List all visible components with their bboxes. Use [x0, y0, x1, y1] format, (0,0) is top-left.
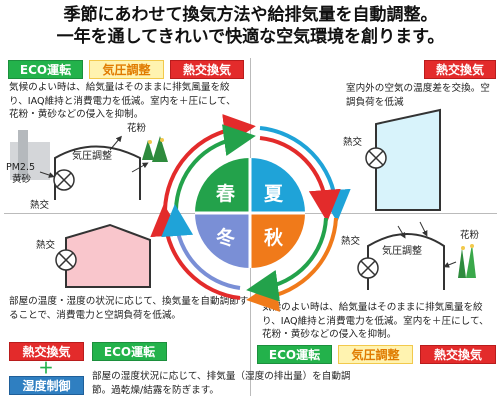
autumn-heat-exchange-tag: 熱交換気: [420, 345, 496, 364]
summer-netsu-label: 熱交: [343, 136, 363, 148]
winter-house: [55, 223, 151, 288]
spring-description: 気候のよい時は、給気量はそのままに排気風量を絞り、IAQ維持と消費電力を低減。室…: [9, 82, 236, 120]
autumn-netsu-label: 熱交: [341, 235, 361, 247]
spring-heat-exchange-tag: 熱交換気: [170, 60, 244, 79]
winter-heat-exchange-tag: 熱交換気: [9, 342, 84, 361]
autumn-label: 秋: [264, 226, 284, 249]
spring-pm25-label: PM2.5: [6, 162, 35, 173]
summer-heat-exchange-tag: 熱交換気: [424, 60, 496, 79]
cycle-arrows: [150, 113, 351, 312]
spring-house: [10, 130, 168, 200]
autumn-eco-tag: ECO運転: [257, 345, 332, 364]
summer-label: 夏: [264, 183, 284, 205]
spring-eco-tag: ECO運転: [8, 60, 83, 79]
winter-description: 部屋の温度・湿度の状況に応じて、換気量を自動調節することで、消費電力と空調負荷を…: [9, 296, 249, 321]
spring-netsu-label: 熱交: [30, 199, 50, 211]
winter-eco-tag: ECO運転: [92, 342, 167, 361]
autumn-pressure-tag: 気圧調整: [338, 345, 413, 364]
spring-pressure-label: 気圧調整: [72, 149, 112, 162]
humidity-control-tag: 湿度制御: [9, 376, 84, 395]
spring-kosa-label: 黄砂: [12, 173, 32, 185]
plus-sign: ＋: [38, 359, 54, 377]
winter-segment: [195, 213, 250, 268]
spring-pollen-label: 花粉: [127, 122, 147, 134]
spring-label: 春: [216, 182, 235, 205]
title-line-2: 一年を通してきれいで快適な空気環境を創ります。: [56, 27, 445, 47]
autumn-segment: [250, 213, 305, 268]
autumn-pollen-label: 花粉: [460, 229, 480, 241]
autumn-house: [357, 221, 476, 290]
spring-segment: [195, 158, 250, 213]
autumn-description: 気候のよい時は、給気量はそのままに排気風量を絞り、IAQ維持と消費電力を低減。室…: [262, 302, 489, 340]
grass-icon: [458, 244, 476, 278]
humidity-description: 部屋の湿度状況に応じて、排気量（湿度の排出量）を自動調節。過乾燥/結露を防ぎます…: [92, 371, 351, 396]
spring-pressure-tag: 気圧調整: [89, 60, 164, 79]
season-wheel: [195, 158, 305, 268]
autumn-pressure-label: 気圧調整: [382, 244, 422, 257]
winter-label: 冬: [216, 226, 235, 249]
title-line-1: 季節にあわせて換気方法や給排気量を自動調整。: [63, 5, 438, 25]
summer-description: 室内外の空気の温度差を交換。空調負荷を低減: [346, 83, 490, 108]
summer-segment: [250, 158, 305, 213]
winter-netsu-label: 熱交: [36, 239, 56, 251]
summer-house: [365, 108, 441, 211]
pollen-trees-icon: [142, 136, 168, 162]
